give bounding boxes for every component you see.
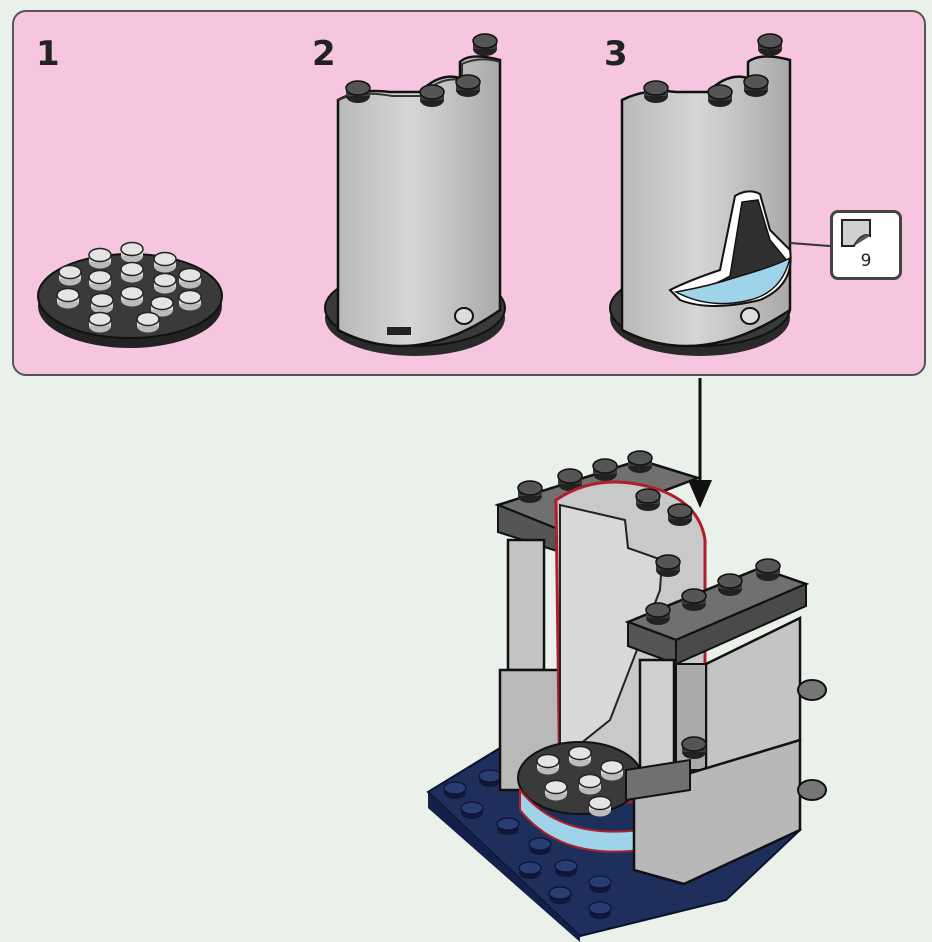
step-number-2: 2 xyxy=(312,34,336,74)
step-number-1: 1 xyxy=(36,34,60,74)
sticker-reference-box: 9 xyxy=(830,210,902,280)
step-number-3: 3 xyxy=(604,34,628,74)
round-plate-part xyxy=(37,241,223,348)
sticker-number: 9 xyxy=(860,251,872,271)
sticker-sheet-icon xyxy=(841,219,871,247)
curved-wall-part-step2 xyxy=(324,33,506,356)
curved-wall-part-step3 xyxy=(609,33,831,356)
main-model-assembly xyxy=(426,450,827,942)
placement-arrow xyxy=(688,378,712,508)
